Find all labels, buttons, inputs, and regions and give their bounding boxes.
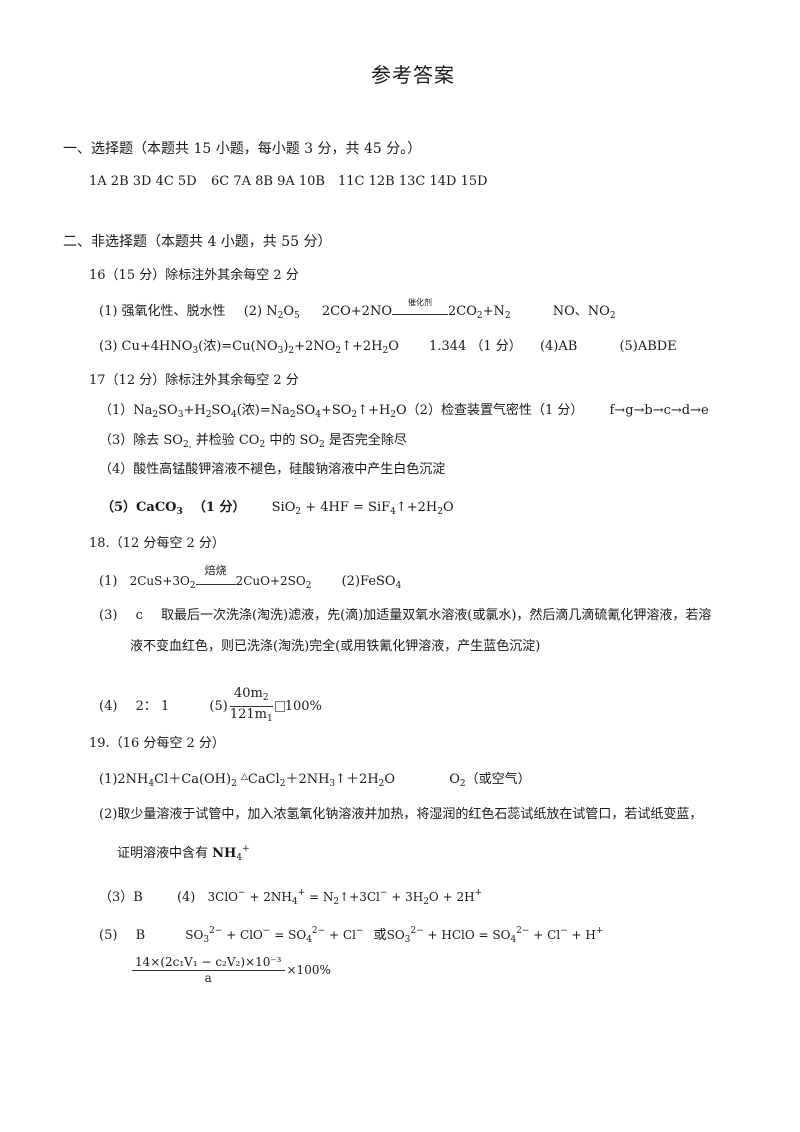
q19-chlorine-equation: 3ClO− + 2NH4+ = N2↑+3Cl− + 3H2O + 2H+ — [207, 888, 483, 907]
q17-answer-1: （1）Na2SO3+H2SO4(浓)=Na2SO4+SO2↑+H2O（2）检查装… — [99, 403, 709, 420]
q16-heading: 16（15 分）除标注外其余每空 2 分 — [89, 268, 299, 283]
page-title: 参考答案 — [371, 63, 455, 87]
answer-group-3: 11C 12B 13C 14D 15D — [338, 174, 488, 189]
q19-answer-1: (1)2NH4Cl＋Ca(OH)2 △CaCl2＋2NH3↑＋2H2O O2（或… — [99, 772, 531, 789]
q19-answer-5: (5) B SO32− + ClO− = SO42− + Cl− 或SO32− … — [99, 926, 604, 945]
q17-heading: 17（12 分）除标注外其余每空 2 分 — [89, 373, 299, 388]
q17-sif4-equation: SiO2 + 4HF = SiF4↑+2H2O — [271, 500, 454, 517]
section-heading-choice: 一、选择题（本题共 15 小题，每小题 3 分，共 45 分。） — [63, 141, 422, 157]
q18-heading: 18.（12 分每空 2 分） — [89, 536, 225, 551]
q19-answer-2-line1: (2)取少量溶液于试管中，加入浓氢氧化钠溶液并加热，将湿润的红色石蕊试纸放在试管… — [99, 807, 703, 822]
q19-sulfite-equation-1: SO32− + ClO− = SO42− + Cl− — [185, 926, 364, 945]
q18-answer-3-line2: 液不变血红色，则已洗涤(淘洗)完全(或用铁氰化钾溶液，产生蓝色沉淀) — [130, 639, 541, 654]
answer-group-2: 6C 7A 8B 9A 10B — [211, 174, 325, 189]
catalyst-arrow: 催化剂 — [391, 298, 448, 315]
section-heading-nonchoice: 二、非选择题（本题共 4 小题，共 55 分） — [63, 234, 332, 250]
q19-answer-3-4: （3）B (4) 3ClO− + 2NH4+ = N2↑+3Cl− + 3H2O… — [99, 888, 483, 907]
placeholder-box — [274, 701, 285, 712]
q17-answer-5: （5）CaCO3 （1 分） SiO2 + 4HF = SiF4↑+2H2O — [101, 500, 454, 517]
q19-sulfite-equation-2: SO32− + HClO = SO42− + Cl− + H+ — [386, 926, 604, 945]
q16-answer-3: (3) Cu+4HNO3(浓)=Cu(NO3)2+2NO2↑+2H2O 1.34… — [99, 339, 677, 356]
roast-arrow: 焙烧 — [195, 564, 236, 585]
q19-answer-2-line2: 证明溶液中含有 NH4+ — [117, 844, 250, 863]
answer-group-1: 1A 2B 3D 4C 5D — [89, 174, 197, 189]
q18-answer-3-line1: (3) c 取最后一次洗涤(淘洗)滤液，先(滴)加适量双氧水溶液(或氯水)，然后… — [99, 608, 712, 623]
q17-answer-4: （4）酸性高锰酸钾溶液不褪色，硅酸钠溶液中产生白色沉淀 — [99, 462, 446, 477]
q19-heading: 19.（16 分每空 2 分） — [89, 736, 225, 751]
q17-answer-3: （3）除去 SO2, 并检验 CO2 中的 SO2 是否完全除尽 — [99, 433, 407, 450]
